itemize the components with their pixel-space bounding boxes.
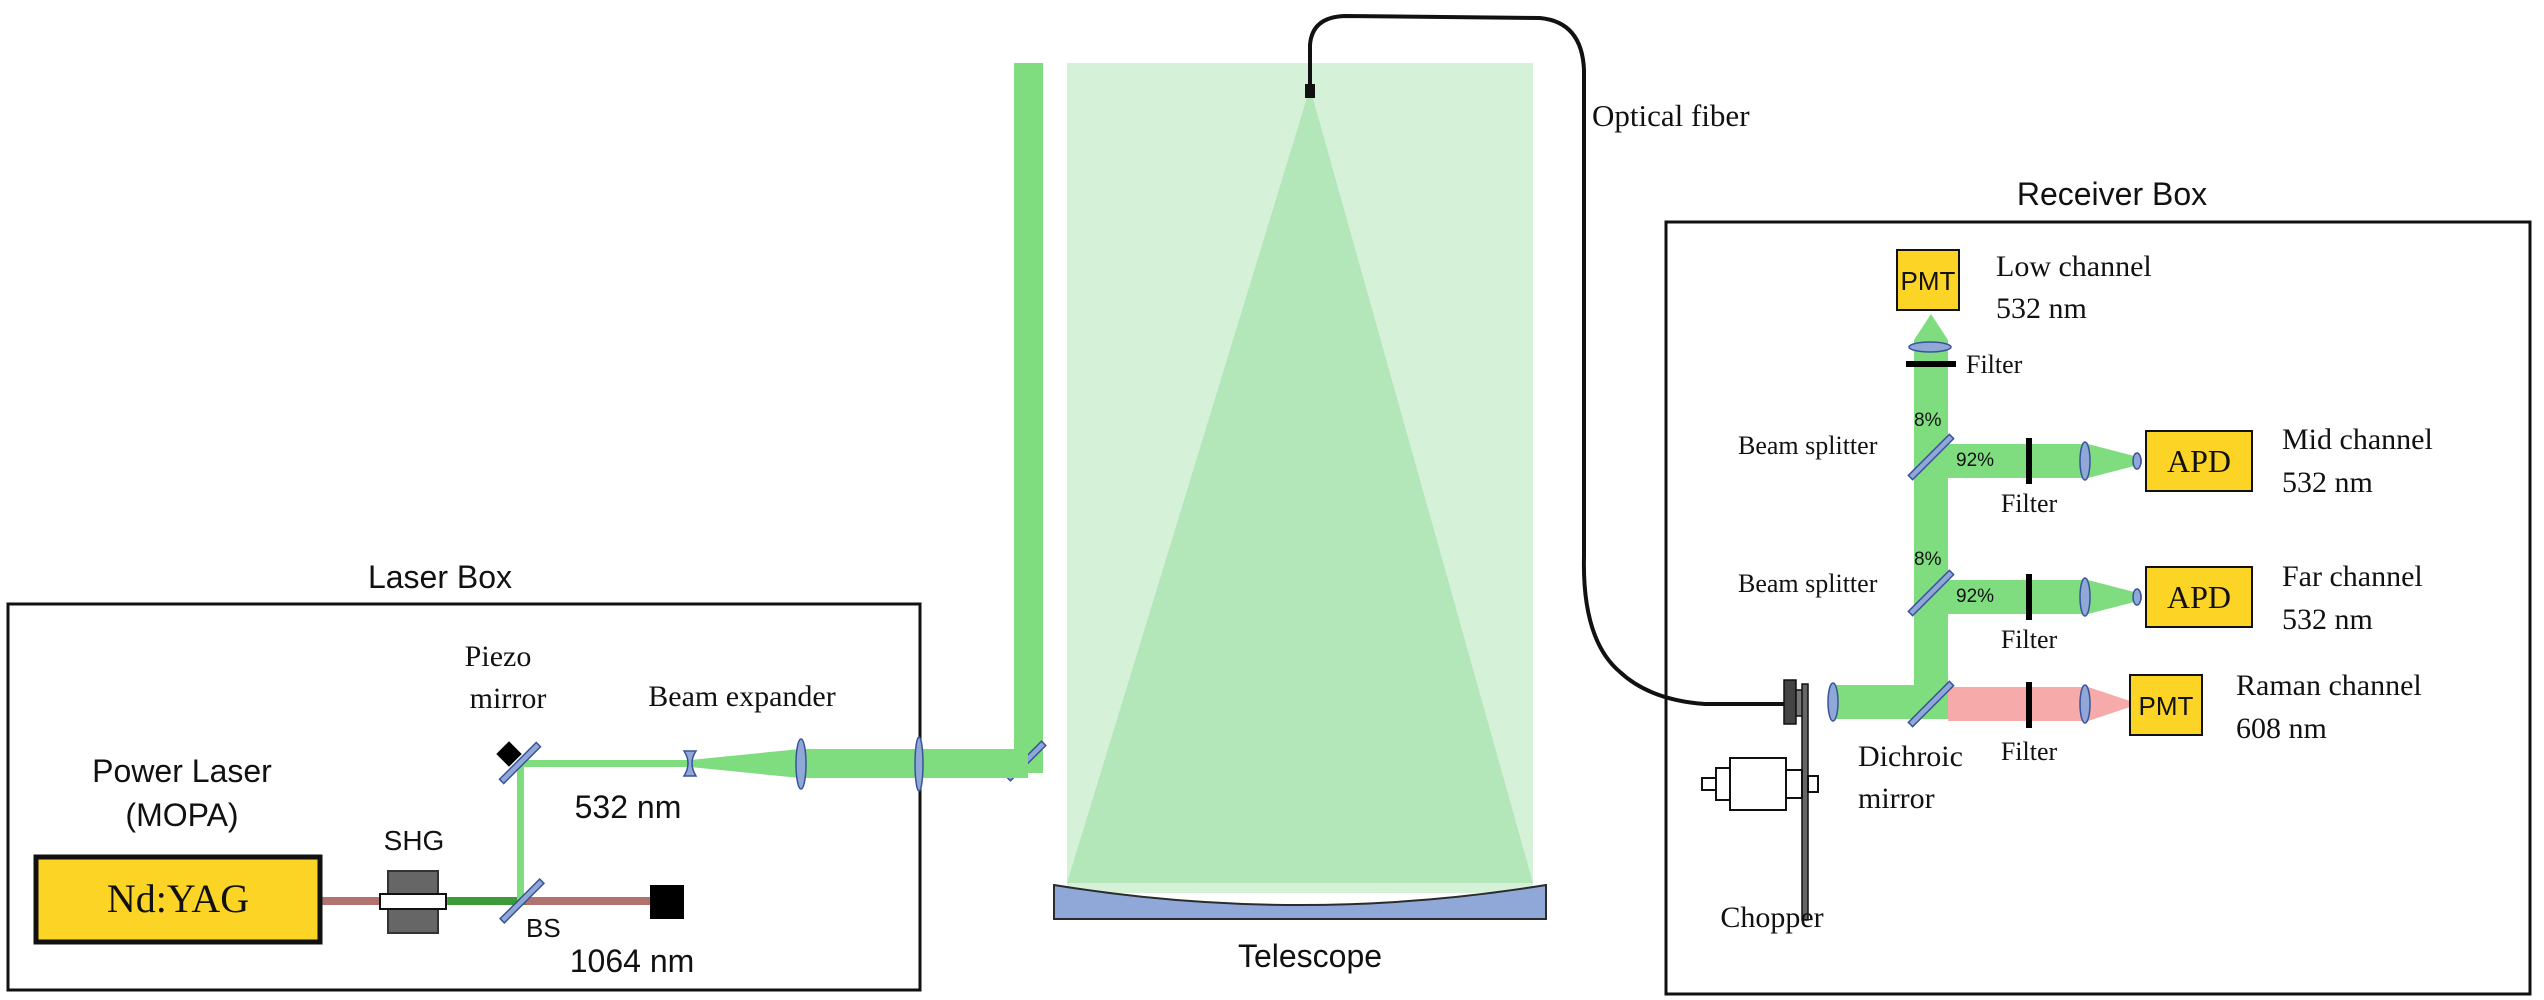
chopper-motor-front bbox=[1715, 767, 1731, 801]
raman-channel-wavelength: 608 nm bbox=[2236, 712, 2327, 745]
apd-mid-label: APD bbox=[2167, 443, 2231, 479]
mopa-label: (MOPA) bbox=[125, 797, 238, 833]
low-channel-arrow bbox=[1914, 314, 1948, 340]
far-channel-lens bbox=[2079, 577, 2091, 617]
receiver-box-title: Receiver Box bbox=[2017, 176, 2207, 212]
telescope-label: Telescope bbox=[1238, 938, 1382, 974]
pmt-low-detector bbox=[1896, 249, 1960, 311]
dichroic-mirror-label: mirror bbox=[1858, 782, 1935, 815]
telescope-assembly: Telescope bbox=[1053, 63, 1547, 974]
low-channel-wavelength: 532 nm bbox=[1996, 292, 2087, 325]
bs1-transmit-pct: 92% bbox=[1956, 450, 1994, 471]
dichroic-mirror bbox=[1907, 680, 1955, 728]
mid-channel-beam bbox=[1948, 444, 2088, 478]
chopper-motor-shaft bbox=[1701, 777, 1717, 791]
chopper-motor bbox=[1729, 757, 1787, 811]
receiver-vertical-beam bbox=[1914, 340, 1948, 710]
beam-splitter-2-label: Beam splitter bbox=[1738, 569, 1878, 598]
mid-channel-cone bbox=[2088, 444, 2142, 478]
pmt-low-label: PMT bbox=[1901, 266, 1956, 296]
raman-channel-filter bbox=[2026, 682, 2032, 728]
apd-far-label: APD bbox=[2167, 579, 2231, 615]
beam-splitter-bs bbox=[499, 878, 545, 924]
raman-channel-label: Raman channel bbox=[2236, 669, 2422, 702]
fiber-connector bbox=[1783, 679, 1797, 725]
mid-channel-lens bbox=[2079, 441, 2091, 481]
far-filter-label: Filter bbox=[2001, 625, 2058, 654]
laser-box-title: Laser Box bbox=[368, 559, 512, 595]
wavelength-1064-label: 1064 nm bbox=[570, 943, 695, 979]
shg-output-beam bbox=[448, 897, 526, 905]
low-filter-label: Filter bbox=[1966, 350, 2023, 379]
raman-channel-cone bbox=[2088, 687, 2130, 721]
far-channel-filter bbox=[2026, 574, 2032, 620]
wavelength-532-label: 532 nm bbox=[575, 789, 682, 825]
beam-splitter-2 bbox=[1907, 569, 1955, 617]
piezo-label: Piezo bbox=[465, 640, 532, 673]
far-channel-cone bbox=[2088, 580, 2142, 614]
mid-channel-label: Mid channel bbox=[2282, 423, 2433, 456]
outgoing-laser-beam bbox=[1014, 63, 1043, 773]
optical-fiber-cable bbox=[1308, 13, 1790, 706]
bs2-transmit-pct: 92% bbox=[1956, 586, 1994, 607]
far-channel-label: Far channel bbox=[2282, 560, 2423, 593]
shg-label: SHG bbox=[384, 825, 445, 856]
raman-filter-label: Filter bbox=[2001, 737, 2058, 766]
collimating-lens bbox=[1827, 682, 1839, 722]
beam-expander-label: Beam expander bbox=[648, 680, 835, 713]
far-channel-beam bbox=[1948, 580, 2088, 614]
bs-label: BS bbox=[526, 913, 561, 943]
raman-channel-beam bbox=[1948, 687, 2088, 721]
receiver-box-frame bbox=[1664, 220, 2532, 996]
raman-channel-lens bbox=[2079, 684, 2091, 724]
pmt-raman-label: PMT bbox=[2139, 691, 2194, 721]
pmt-raman-detector bbox=[2129, 674, 2203, 736]
low-channel-label: Low channel bbox=[1996, 250, 2152, 283]
apd-far-detector bbox=[2145, 566, 2253, 628]
mid-channel-apd-lens bbox=[2132, 452, 2142, 470]
laser-box: Laser Box Nd:YAG Power Laser (MOPA) SHG … bbox=[6, 559, 1028, 992]
piezo-mount bbox=[496, 741, 522, 767]
piezo-mirror bbox=[498, 741, 542, 785]
green-beam-horizontal bbox=[518, 760, 690, 767]
mirror-label: mirror bbox=[470, 682, 547, 715]
receiver-box: Receiver Box PMT Low channel 532 nm Filt… bbox=[1664, 176, 2532, 996]
low-channel-filter bbox=[1906, 361, 1956, 367]
chopper-coupling bbox=[1785, 769, 1803, 799]
expanded-green-beam bbox=[800, 749, 1028, 778]
power-laser-label: Power Laser bbox=[92, 753, 272, 789]
chopper bbox=[1701, 683, 1819, 921]
beam-splitter-1-label: Beam splitter bbox=[1738, 431, 1878, 460]
laser-box-frame bbox=[6, 602, 922, 992]
shg-crystal bbox=[379, 870, 447, 934]
expander-convex-lens bbox=[795, 738, 807, 790]
low-channel-lens bbox=[1908, 341, 1952, 353]
beam-expander-cone bbox=[690, 749, 800, 778]
nd-yag-label: Nd:YAG bbox=[107, 876, 249, 921]
expander-concave-lens bbox=[682, 750, 698, 777]
expander-output-lens bbox=[914, 736, 924, 792]
optical-fiber-label: Optical fiber bbox=[1592, 98, 1750, 133]
telescope-light-cone bbox=[1067, 88, 1533, 883]
chopper-coupling-cap bbox=[1807, 775, 1819, 793]
nd-yag-laser bbox=[33, 854, 323, 945]
mid-channel-filter bbox=[2026, 438, 2032, 484]
far-channel-apd-lens bbox=[2132, 588, 2142, 606]
beam-dump bbox=[650, 885, 684, 919]
mid-filter-label: Filter bbox=[2001, 489, 2058, 518]
apd-mid-detector bbox=[2145, 430, 2253, 492]
chopper-label: Chopper bbox=[1720, 901, 1823, 934]
bs1-reflect-pct: 8% bbox=[1914, 410, 1942, 431]
chopper-blade bbox=[1801, 683, 1809, 921]
dichroic-label: Dichroic bbox=[1858, 740, 1963, 773]
telescope-primary-mirror bbox=[1053, 883, 1547, 920]
beam-splitter-1 bbox=[1907, 433, 1955, 481]
far-channel-wavelength: 532 nm bbox=[2282, 603, 2373, 636]
bs2-reflect-pct: 8% bbox=[1914, 549, 1942, 570]
mid-channel-wavelength: 532 nm bbox=[2282, 466, 2373, 499]
green-beam-vertical bbox=[517, 760, 524, 900]
